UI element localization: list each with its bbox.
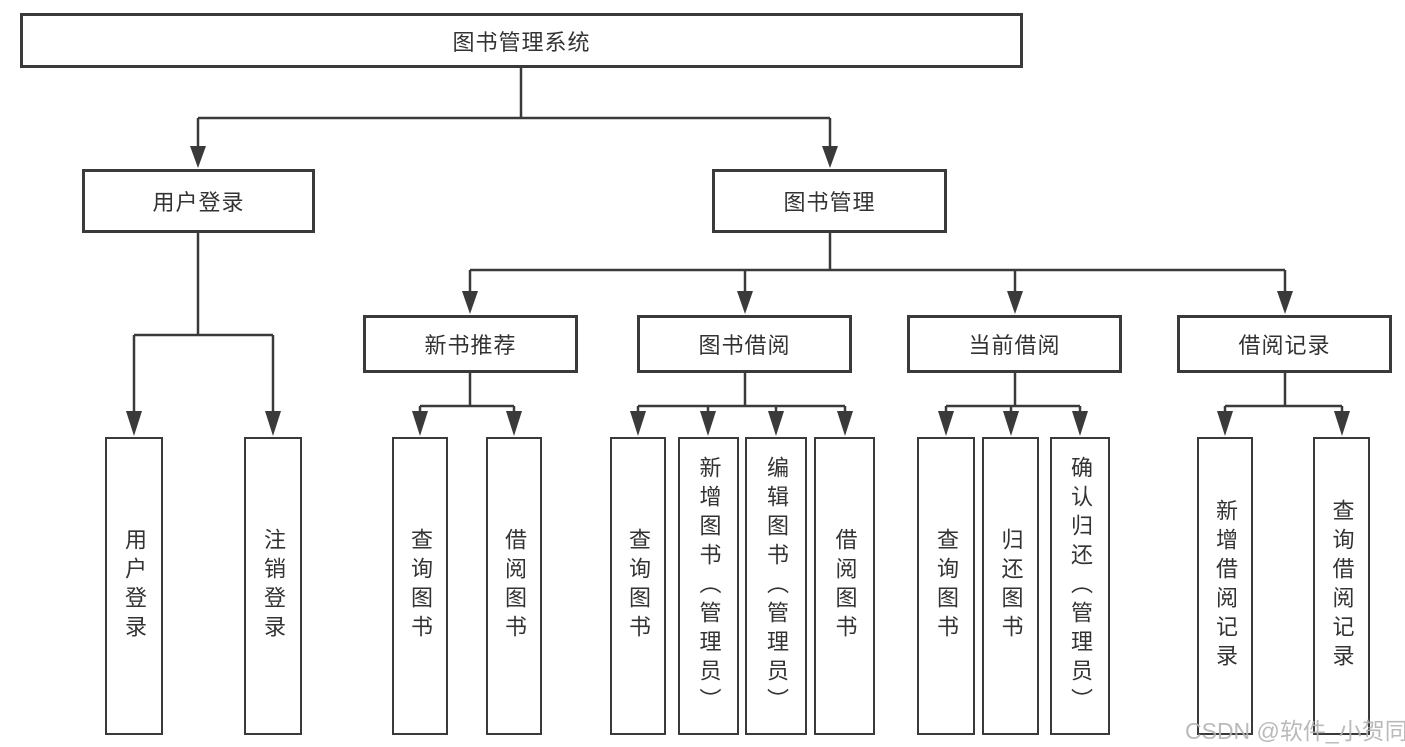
- leaf-nbr-query-books-label: 查询图书: [408, 528, 433, 644]
- leaf-br-query-record: 查询借阅记录: [1313, 437, 1370, 735]
- node-root: 图书管理系统: [20, 13, 1023, 68]
- node-current-borrow: 当前借阅: [907, 315, 1122, 373]
- leaf-nbr-borrow-books: 借阅图书: [486, 437, 542, 735]
- node-user-login: 用户登录: [82, 169, 315, 233]
- node-book-borrow: 图书借阅: [637, 315, 852, 373]
- node-new-book-rec-label: 新书推荐: [424, 333, 517, 358]
- leaf-bb-edit-books-admin: 编辑图书（管理员）: [745, 437, 807, 735]
- leaf-nbr-query-books: 查询图书: [392, 437, 448, 735]
- leaf-cb-query-books-label: 查询图书: [934, 528, 959, 644]
- node-book-mgmt-label: 图书管理: [783, 190, 876, 215]
- leaf-logout-label: 注销登录: [261, 528, 286, 644]
- leaf-user-login-label: 用户登录: [122, 528, 147, 644]
- csdn-watermark: CSDN @软件_小贺同学: [1185, 718, 1405, 744]
- node-root-label: 图书管理系统: [452, 29, 591, 55]
- node-current-borrow-label: 当前借阅: [968, 333, 1061, 358]
- leaf-user-login: 用户登录: [105, 437, 163, 735]
- leaf-nbr-borrow-books-label: 借阅图书: [502, 528, 527, 644]
- leaf-bb-query-books-label: 查询图书: [626, 528, 651, 644]
- leaf-bb-add-books-admin: 新增图书（管理员）: [678, 437, 739, 735]
- leaf-cb-confirm-return-admin: 确认归还（管理员）: [1050, 437, 1110, 735]
- leaf-cb-query-books: 查询图书: [917, 437, 975, 735]
- leaf-bb-edit-books-admin-label: 编辑图书（管理员）: [764, 455, 789, 717]
- leaf-cb-return-books-label: 归还图书: [998, 528, 1024, 644]
- leaf-cb-confirm-return-admin-label: 确认归还（管理员）: [1068, 455, 1093, 717]
- leaf-bb-borrow-books: 借阅图书: [814, 437, 875, 735]
- leaf-bb-add-books-admin-label: 新增图书（管理员）: [696, 455, 722, 717]
- leaf-bb-query-books: 查询图书: [610, 437, 666, 735]
- leaf-logout: 注销登录: [244, 437, 302, 735]
- node-book-borrow-label: 图书借阅: [698, 333, 791, 358]
- node-borrow-records-label: 借阅记录: [1238, 333, 1331, 358]
- node-user-login-label: 用户登录: [152, 190, 245, 215]
- node-borrow-records: 借阅记录: [1177, 315, 1392, 373]
- leaf-br-add-record: 新增借阅记录: [1197, 437, 1253, 735]
- leaf-br-query-record-label: 查询借阅记录: [1329, 499, 1355, 673]
- node-book-mgmt: 图书管理: [712, 169, 947, 233]
- leaf-bb-borrow-books-label: 借阅图书: [832, 528, 858, 644]
- leaf-cb-return-books: 归还图书: [982, 437, 1039, 735]
- node-new-book-rec: 新书推荐: [363, 315, 578, 373]
- leaf-br-add-record-label: 新增借阅记录: [1213, 499, 1238, 673]
